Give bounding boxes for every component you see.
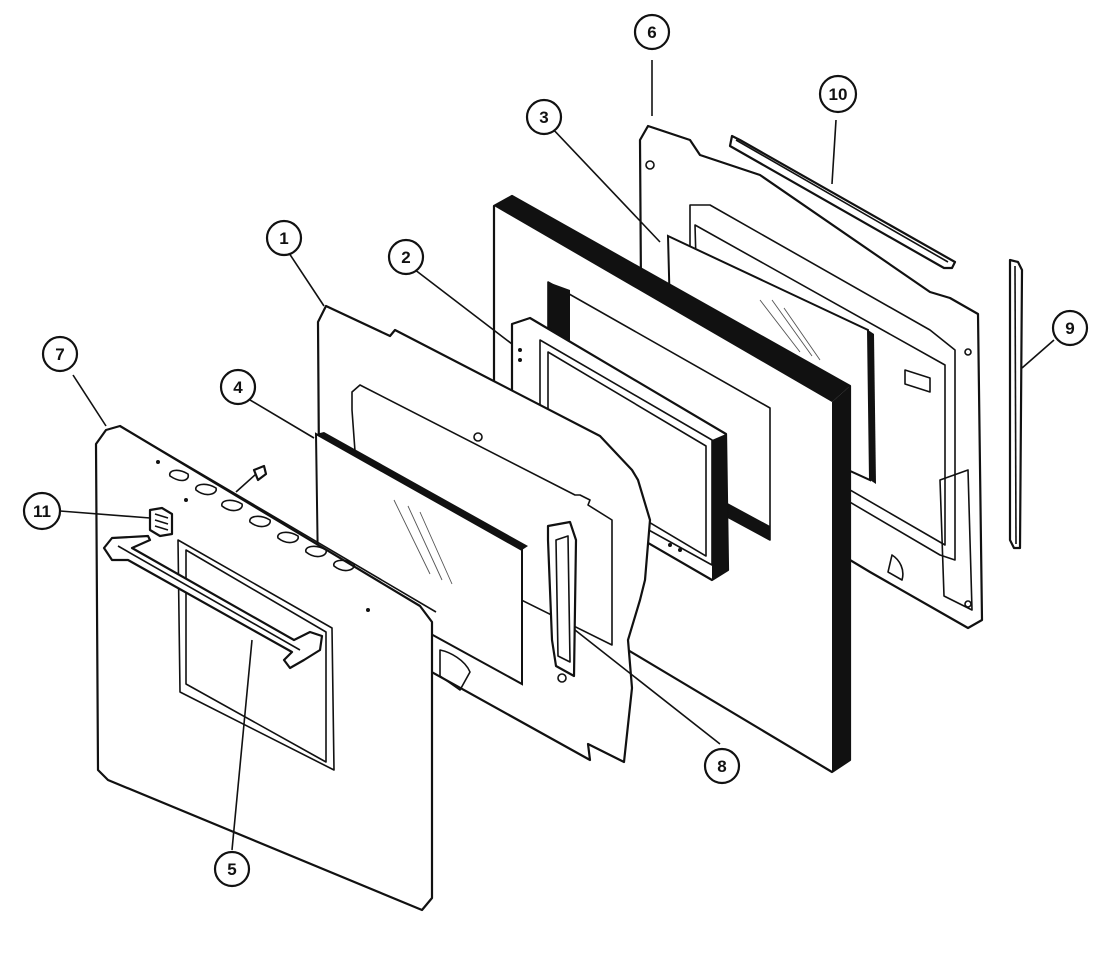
callout-9: 9 <box>1051 309 1089 347</box>
outer-door-panel-part-7 <box>94 424 437 912</box>
callout-1-label: 1 <box>279 229 288 248</box>
callout-11-label: 11 <box>33 502 51 521</box>
callout-6-label: 6 <box>647 23 656 42</box>
callout-11: 11 <box>22 491 62 531</box>
callout-5-label: 5 <box>227 860 236 879</box>
leader-lines <box>59 60 1055 851</box>
callout-5: 5 <box>213 850 251 888</box>
callout-7: 7 <box>41 335 79 373</box>
callout-10-label: 10 <box>829 85 848 104</box>
callout-2: 2 <box>387 238 425 276</box>
callout-7-label: 7 <box>55 345 64 364</box>
side-trim-strip-part-9 <box>1008 258 1024 550</box>
door-handle-part-5 <box>102 534 324 670</box>
screw <box>235 464 268 493</box>
callout-3: 3 <box>525 98 563 136</box>
callout-2-label: 2 <box>401 248 410 267</box>
callout-4: 4 <box>219 368 257 406</box>
callout-8-label: 8 <box>717 757 726 776</box>
callout-9-label: 9 <box>1065 319 1074 338</box>
top-trim-strip-part-10 <box>728 134 957 270</box>
callout-10: 10 <box>818 74 858 114</box>
latch-switch-part-11 <box>148 506 174 538</box>
callout-4-label: 4 <box>233 378 243 397</box>
callout-6: 6 <box>633 13 671 51</box>
outer-glass-part-4 <box>314 432 528 686</box>
callout-1: 1 <box>265 219 303 257</box>
hinge-bracket-part-8 <box>546 520 578 678</box>
callout-8: 8 <box>703 747 741 785</box>
callout-3-label: 3 <box>539 108 548 127</box>
